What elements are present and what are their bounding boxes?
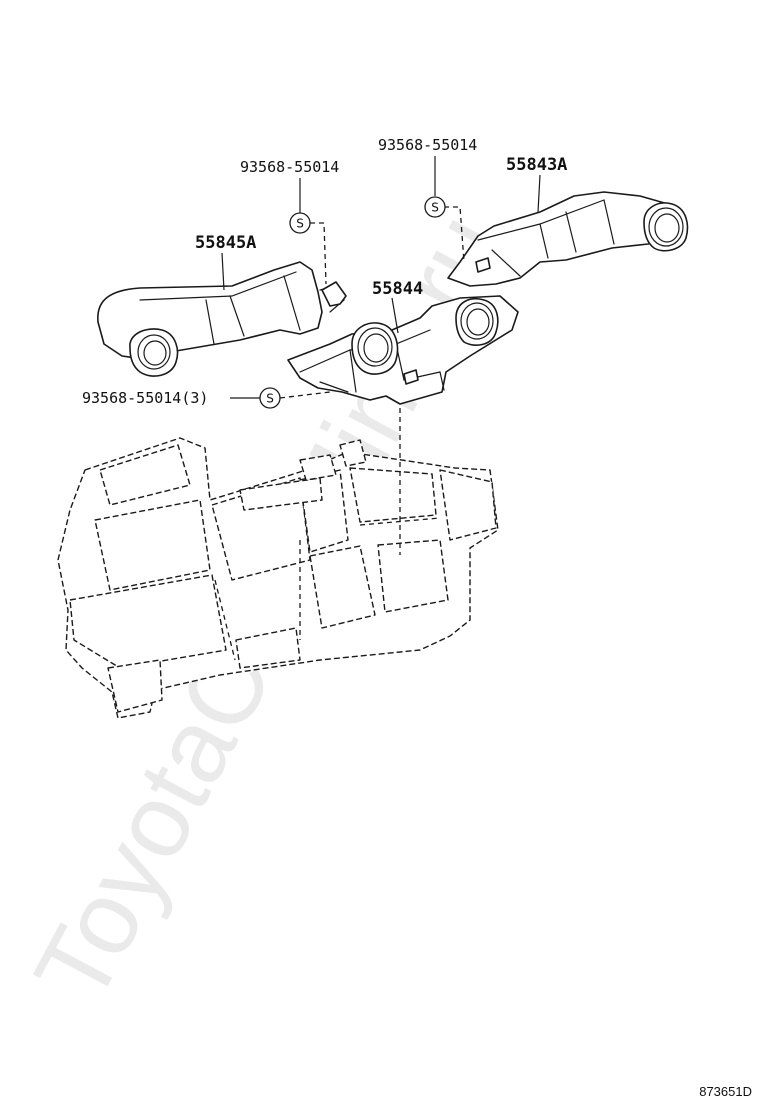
clip-symbol-bottom: S [259, 387, 281, 409]
label-duct-55844: 55844 [372, 279, 423, 299]
label-clip-top-right: 93568-55014 [378, 136, 477, 154]
duct-55843a [447, 191, 689, 287]
duct-55844 [287, 295, 519, 405]
label-clip-bottom: 93568-55014(3) [82, 389, 208, 407]
clip-symbol-top-right: S [424, 196, 446, 218]
leader-lines [221, 156, 541, 555]
reference-code: 873651D [699, 1084, 752, 1099]
clip-symbol-top-left: S [289, 212, 311, 234]
heater-unit-phantom [57, 437, 499, 719]
label-clip-top-left: 93568-55014 [240, 158, 339, 176]
svg-text:S: S [431, 201, 439, 215]
label-duct-55845a: 55845A [195, 233, 256, 253]
label-duct-55843a: 55843A [506, 155, 567, 175]
svg-text:S: S [266, 392, 274, 406]
svg-text:S: S [296, 217, 304, 231]
duct-55845a [97, 261, 347, 377]
